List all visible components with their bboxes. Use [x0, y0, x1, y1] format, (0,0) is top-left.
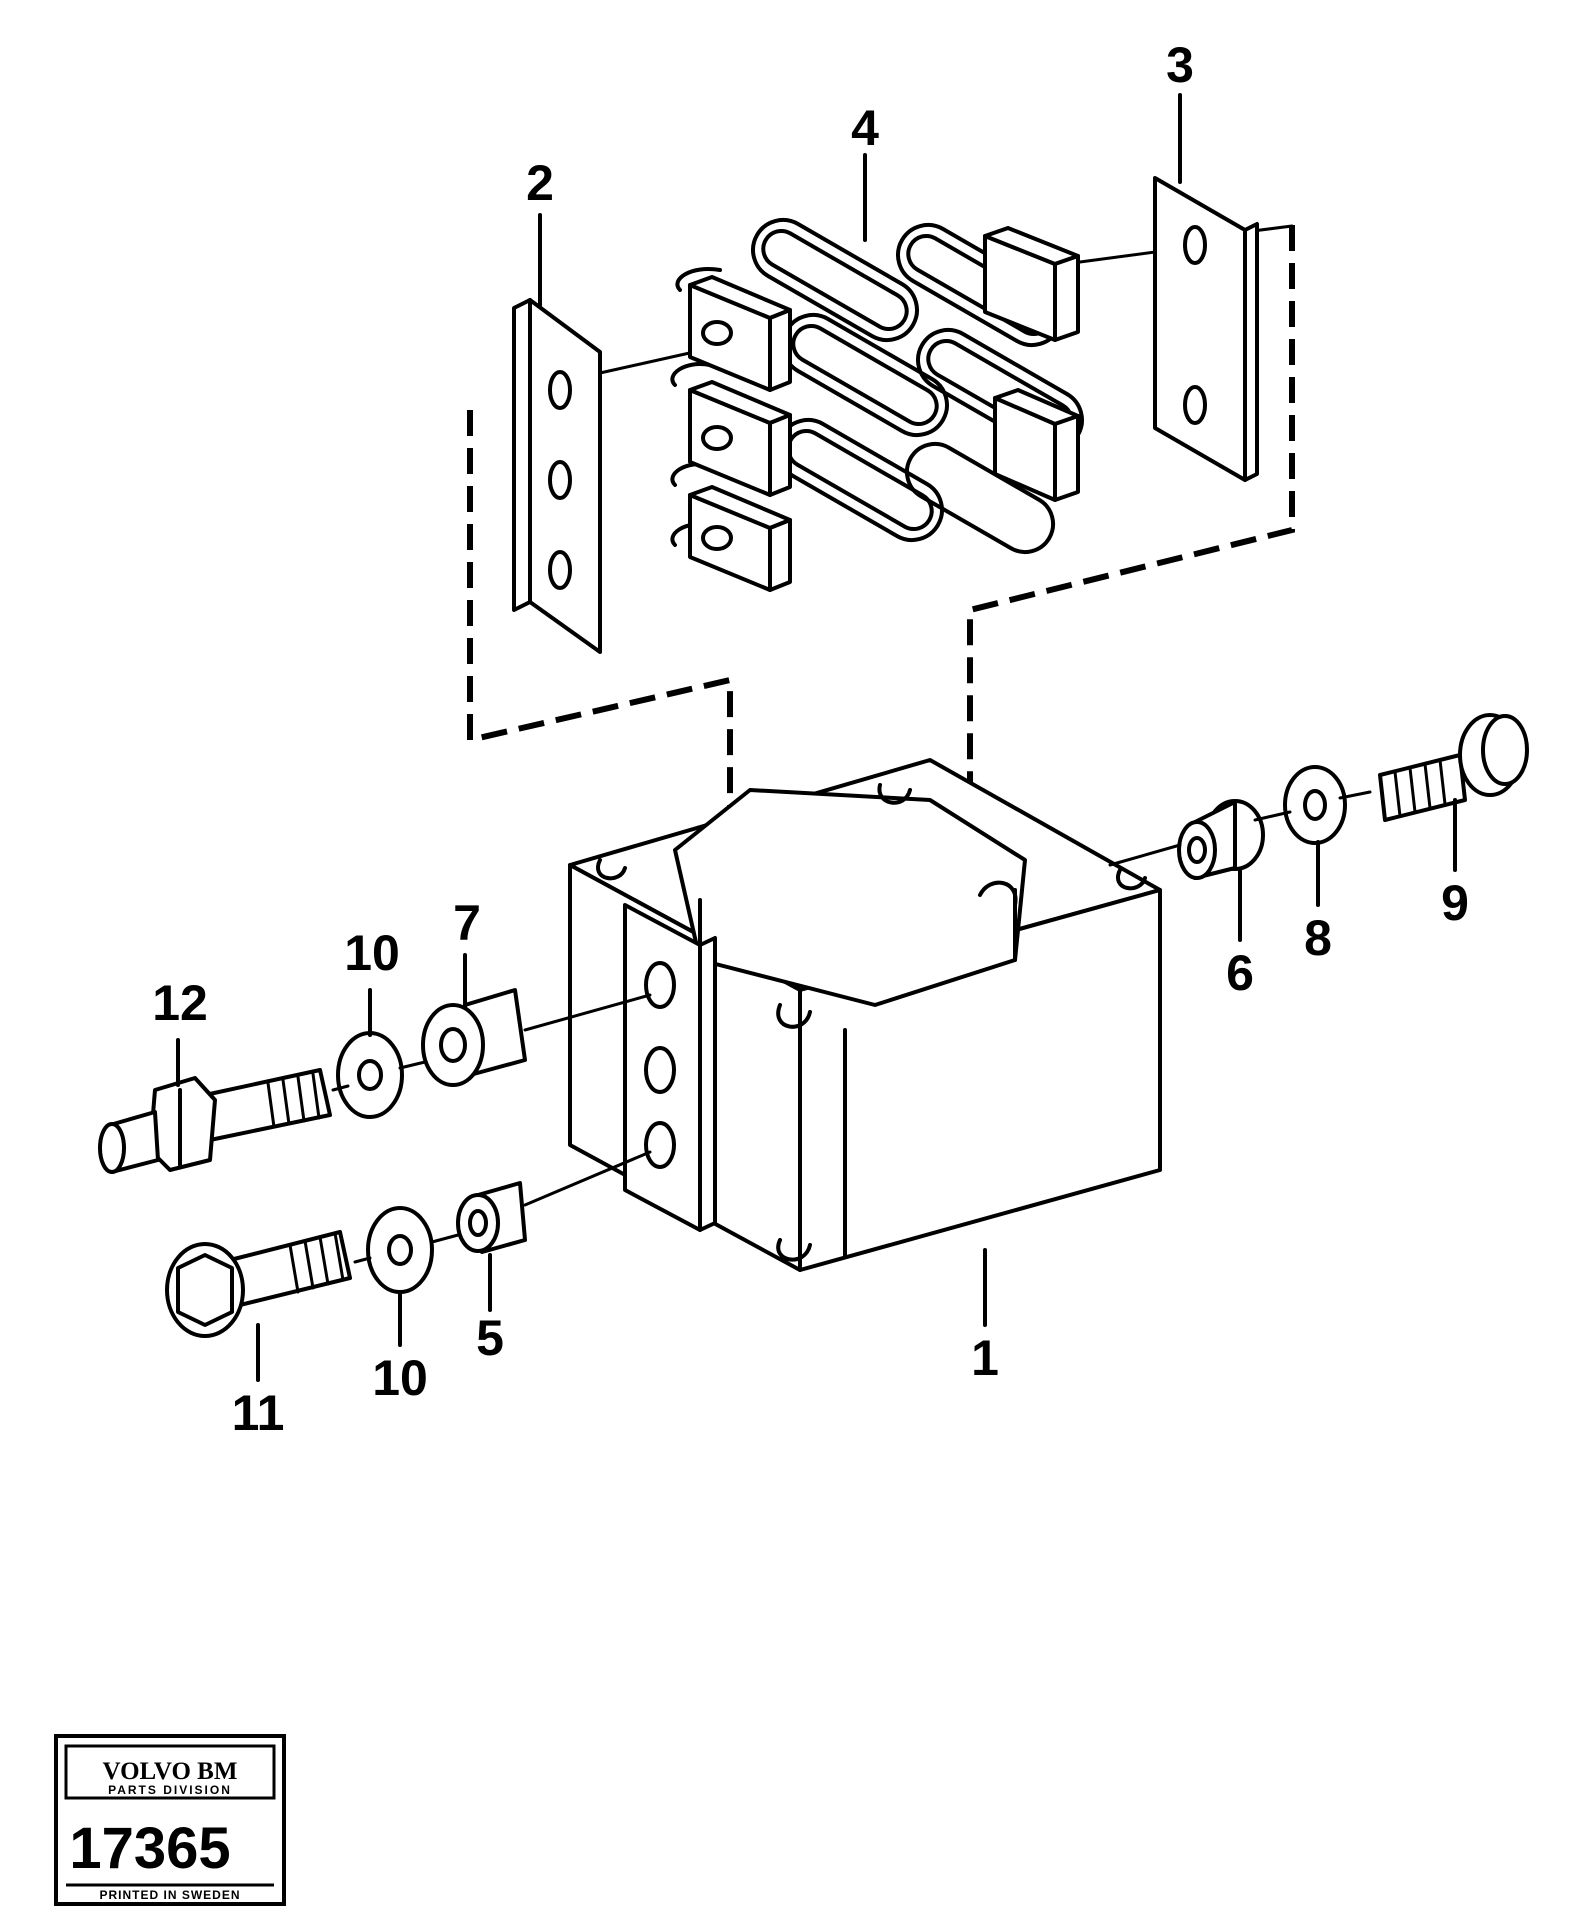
- part-9-bolt: [1378, 713, 1529, 822]
- callout-6: 6: [1226, 945, 1254, 1001]
- part-12-stud-bolt: [98, 1068, 332, 1174]
- callout-9: 9: [1441, 875, 1469, 931]
- leader-lines: [176, 93, 1457, 1382]
- callout-1: 1: [971, 1330, 999, 1386]
- part-4-heating-element: [670, 218, 1084, 592]
- part-10-washer-lower: [366, 1206, 434, 1294]
- callout-7: 7: [453, 895, 481, 951]
- callout-10-upper: 10: [344, 925, 400, 981]
- part-10-washer-upper: [336, 1031, 404, 1119]
- stamp-brand: VOLVO BM: [103, 1758, 238, 1785]
- part-11-bolt: [165, 1230, 352, 1338]
- callout-3: 3: [1166, 37, 1194, 93]
- stamp-number: 17365: [69, 1816, 230, 1881]
- volvo-bm-stamp: VOLVO BM PARTS DIVISION 17365 PRINTED IN…: [54, 1734, 286, 1906]
- callout-8: 8: [1304, 910, 1332, 966]
- callout-labels: 1 2 3 4 5 6 7 8 9 10 10 11 12: [152, 37, 1469, 1441]
- part-7-spacer: [421, 988, 527, 1087]
- part-3-plate: [1153, 176, 1259, 482]
- stamp-printed: PRINTED IN SWEDEN: [99, 1888, 240, 1902]
- callout-11: 11: [232, 1385, 285, 1441]
- callout-2: 2: [526, 155, 554, 211]
- part-2-plate: [512, 298, 602, 654]
- part-1-housing: [568, 758, 1162, 1272]
- callout-4: 4: [851, 100, 879, 156]
- part-6-spacer: [1177, 799, 1265, 880]
- part-8-washer: [1283, 765, 1347, 845]
- callout-10-lower: 10: [372, 1350, 428, 1406]
- callout-12: 12: [152, 975, 208, 1031]
- stamp-division: PARTS DIVISION: [108, 1783, 232, 1797]
- part-5-spacer: [456, 1181, 527, 1254]
- callout-5: 5: [476, 1310, 504, 1366]
